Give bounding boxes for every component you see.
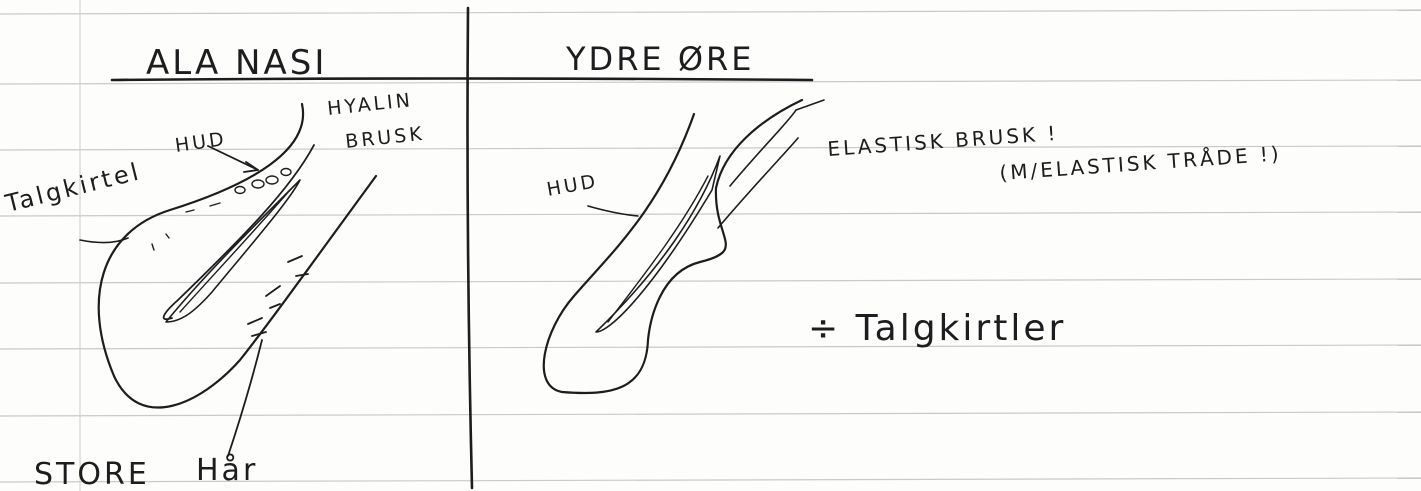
gland-marks <box>152 203 220 250</box>
elastic-strand <box>718 138 798 228</box>
hud-label-right: HUD <box>545 170 600 201</box>
talgkirtel-label: Talgkirtel <box>2 157 144 218</box>
ruled-line <box>0 10 1421 14</box>
ala-nasi-drawing <box>80 104 376 456</box>
gland <box>235 187 245 194</box>
ruled-line <box>0 279 1421 283</box>
elastisk-traade-label: (M/ELASTISK TRÅDE !) <box>999 141 1283 185</box>
elastisk-brusk-label: ELASTISK BRUSK ! <box>827 121 1059 161</box>
ydre-ore-drawing <box>544 100 824 393</box>
ruled-line <box>0 212 1421 216</box>
ruled-line <box>0 412 1421 416</box>
gland <box>281 169 291 176</box>
gland <box>266 176 278 184</box>
gland <box>252 180 264 188</box>
elastic-cartilage <box>596 156 720 332</box>
ear-outer-outline <box>544 100 802 393</box>
store-haar-pointer <box>228 340 262 456</box>
hyalin-label: HYALIN <box>326 89 414 120</box>
haar-label: Hår <box>196 453 258 488</box>
store-label: STORE <box>34 457 150 491</box>
cartilage-inner-line <box>180 190 290 312</box>
column-divider <box>468 8 473 488</box>
ala-nasi-heading: ALA NASI <box>146 43 327 83</box>
ydre-ore-heading: YDRE ØRE <box>565 40 754 78</box>
hair <box>248 318 266 336</box>
ruled-line <box>0 345 1421 349</box>
talgkirtler-note: ÷ Talgkirtler <box>808 308 1066 349</box>
hair <box>266 286 280 308</box>
hairs <box>248 256 308 336</box>
